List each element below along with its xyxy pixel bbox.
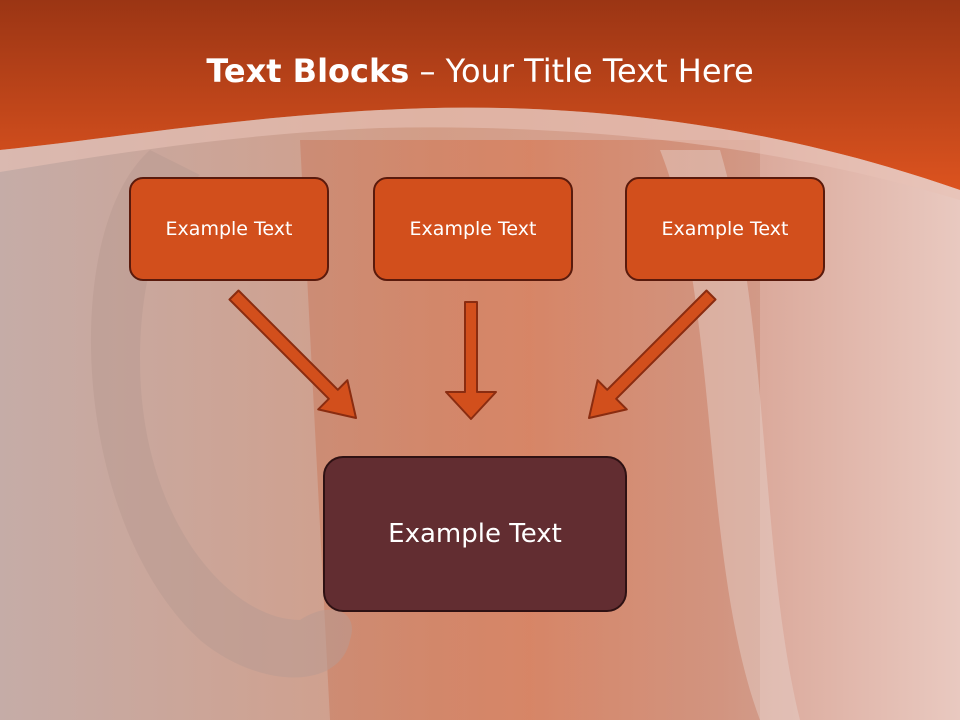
header-wave-highlight <box>0 107 960 200</box>
mug-handle-shape <box>90 150 352 678</box>
result-block-label: Example Text <box>388 519 562 549</box>
header-band <box>0 0 960 190</box>
text-block-2-label: Example Text <box>409 218 537 240</box>
text-block-2: Example Text <box>373 177 573 281</box>
text-block-1-label: Example Text <box>165 218 293 240</box>
slide-title: Text Blocks – Your Title Text Here <box>0 52 960 90</box>
text-block-3-label: Example Text <box>661 218 789 240</box>
title-rest: Your Title Text Here <box>445 52 754 90</box>
text-block-1: Example Text <box>129 177 329 281</box>
result-block: Example Text <box>323 456 627 612</box>
glass-highlight-shape <box>660 150 800 720</box>
arrow-left <box>228 289 357 419</box>
title-separator: – <box>409 52 446 90</box>
text-block-3: Example Text <box>625 177 825 281</box>
arrow-right <box>588 289 717 419</box>
arrow-center <box>445 301 497 420</box>
title-bold: Text Blocks <box>206 52 410 90</box>
